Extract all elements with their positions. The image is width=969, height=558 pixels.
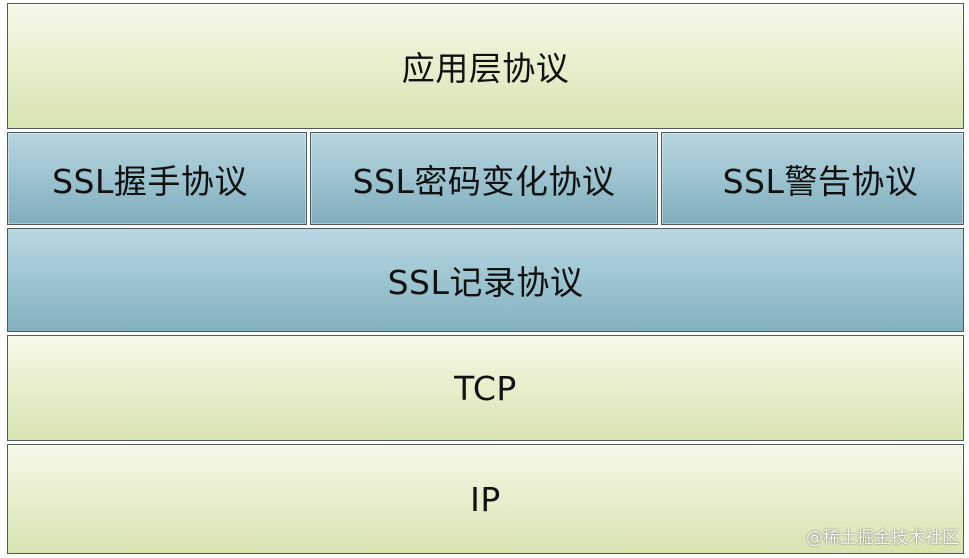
watermark-text: @稀土掘金技术社区 [806, 528, 959, 548]
ssl-handshake-protocol-box: SSL握手协议 [7, 132, 307, 225]
ssl-cipher-change-protocol-label: SSL密码变化协议 [352, 161, 616, 201]
application-layer-label: 应用层协议 [401, 49, 570, 88]
ssl-alert-protocol-box: SSL警告协议 [661, 132, 964, 225]
tcp-layer-label: TCP [454, 368, 517, 408]
ssl-alert-protocol-label: SSL警告协议 [722, 161, 919, 201]
ip-layer-box: IP [7, 444, 964, 554]
ssl-handshake-protocol-label: SSL握手协议 [52, 161, 248, 201]
tcp-layer-box: TCP [7, 335, 964, 441]
ssl-cipher-change-protocol-box: SSL密码变化协议 [310, 132, 658, 225]
ssl-record-protocol-box: SSL记录协议 [7, 228, 964, 332]
ip-layer-label: IP [470, 479, 501, 519]
ssl-record-protocol-label: SSL记录协议 [387, 263, 584, 302]
application-layer-box: 应用层协议 [7, 3, 964, 129]
